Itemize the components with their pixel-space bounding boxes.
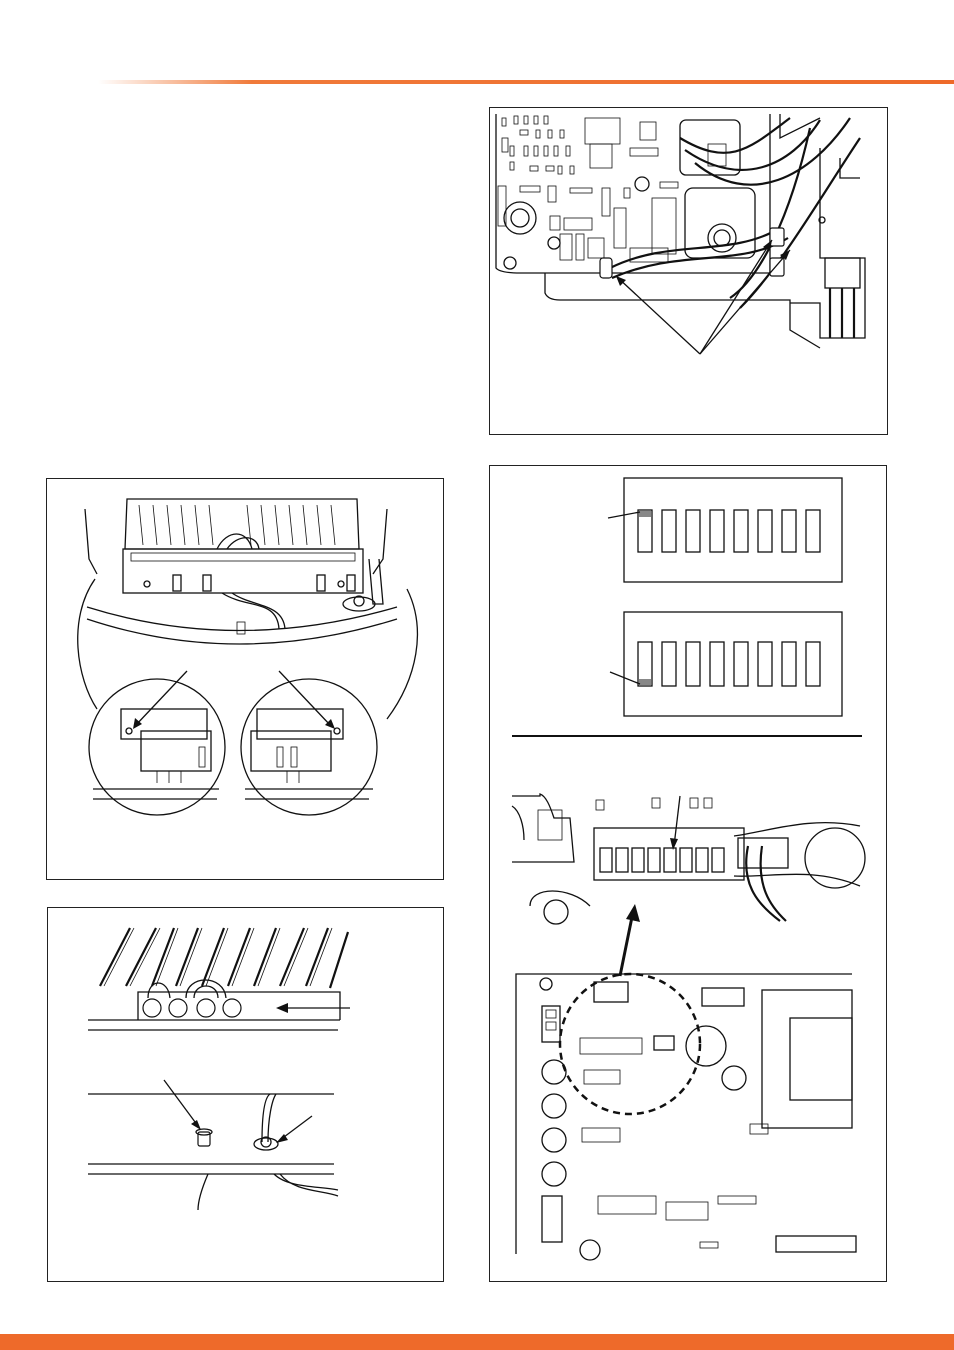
burner-assembly-drawing-icon [47, 479, 443, 879]
electrode-drawing-icon [48, 908, 443, 1281]
header-accent-rule [98, 80, 954, 84]
figure-burner-manifold-screws [46, 478, 444, 880]
footer-accent-bar [0, 1334, 954, 1350]
dip-switch-drawing-icon [490, 466, 886, 1281]
pcb-wiring-drawing-icon [490, 108, 887, 434]
figure-electrode-wiring [47, 907, 444, 1282]
figure-pcb-connections [489, 107, 888, 435]
figure-dip-switch-settings [489, 465, 887, 1282]
